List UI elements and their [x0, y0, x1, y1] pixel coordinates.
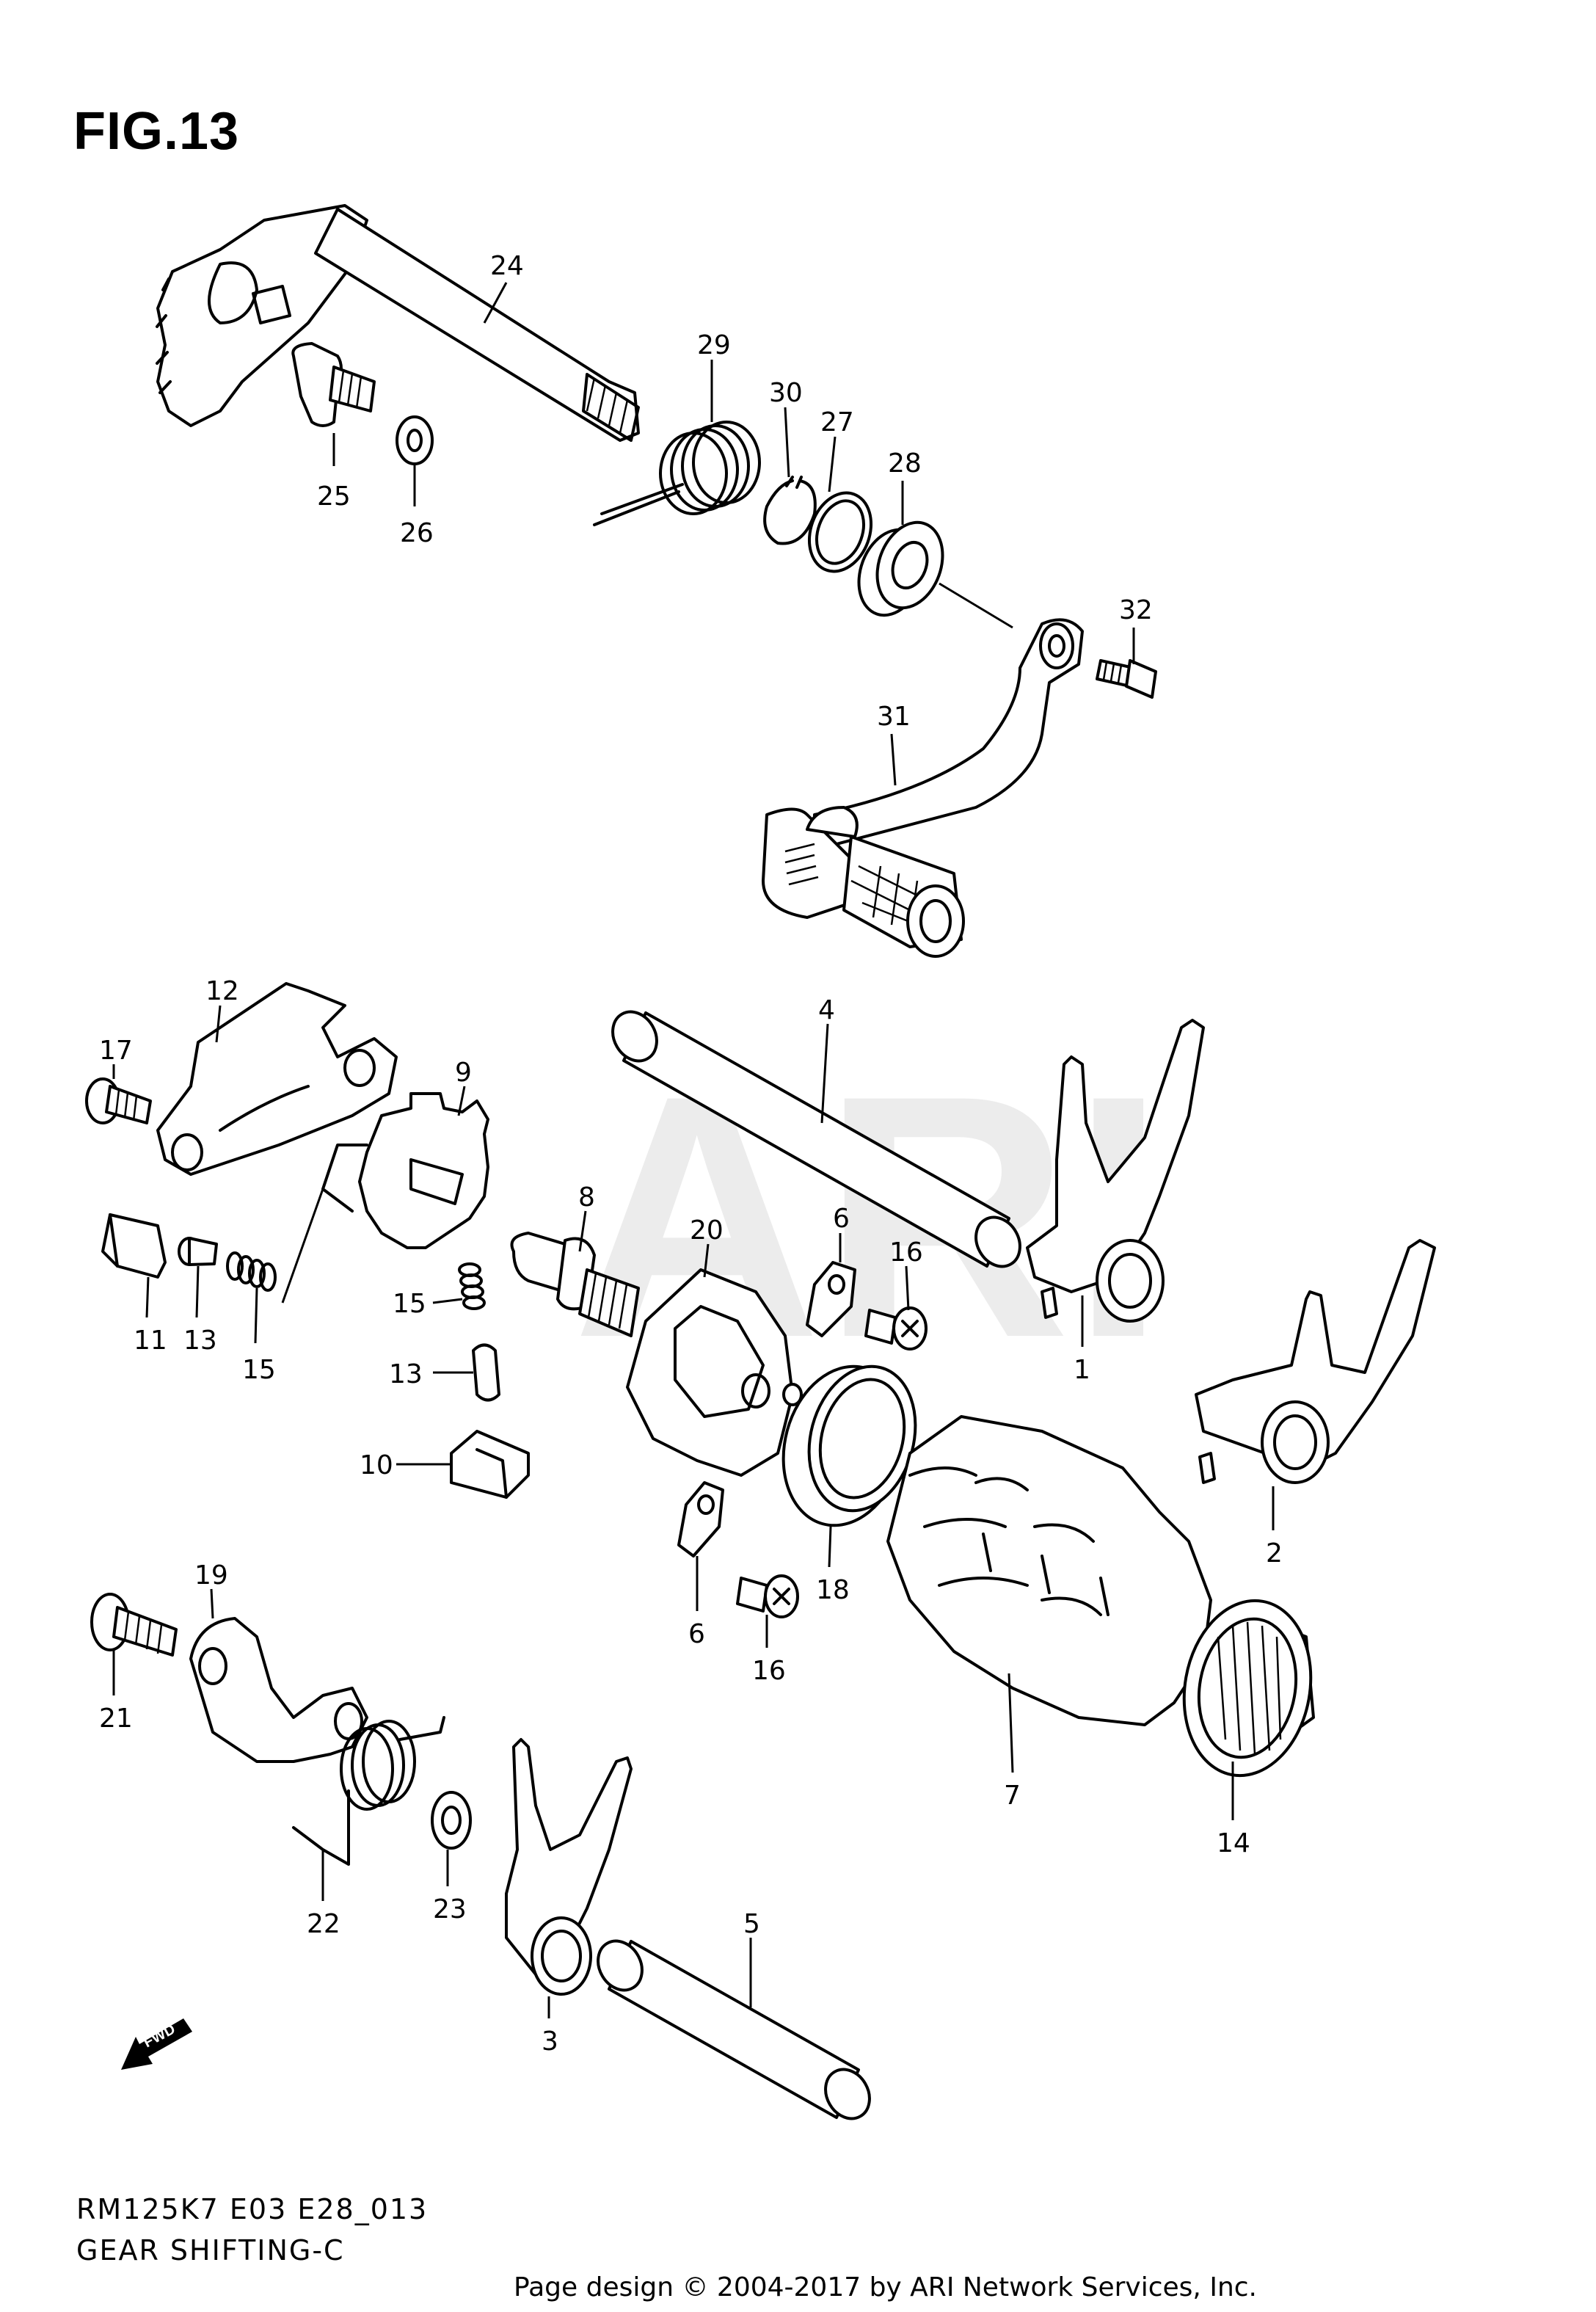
- part-29-return-spring[interactable]: [593, 421, 761, 526]
- section-name: GEAR SHIFTING-C: [76, 2234, 345, 2266]
- callout-10[interactable]: 10: [360, 1450, 393, 1480]
- callout-labels: 24 25 26 29 30 27 28 32 31 4 12 17 9 11 …: [99, 251, 1283, 2057]
- part-22-spring[interactable]: [292, 1716, 445, 1866]
- callout-3[interactable]: 3: [542, 2026, 558, 2057]
- part-2-shift-fork[interactable]: [1195, 1239, 1436, 1484]
- callout-18[interactable]: 18: [816, 1575, 850, 1605]
- part-11-pin[interactable]: [101, 1213, 167, 1279]
- part-26-washer[interactable]: [396, 415, 434, 465]
- part-17-screw[interactable]: [85, 1077, 152, 1124]
- part-8-bolt[interactable]: [510, 1232, 640, 1337]
- callout-21[interactable]: 21: [99, 1704, 133, 1734]
- callout-5[interactable]: 5: [743, 1909, 760, 1939]
- part-24-gearshift-shaft[interactable]: [156, 204, 640, 442]
- part-13-pin-middle[interactable]: [472, 1343, 500, 1402]
- callout-22[interactable]: 22: [307, 1909, 340, 1939]
- part-15-spring-left[interactable]: [226, 1251, 277, 1292]
- part-16-screw-lower[interactable]: [736, 1574, 799, 1618]
- part-15-spring-middle[interactable]: [458, 1262, 486, 1310]
- callout-1[interactable]: 1: [1074, 1355, 1090, 1385]
- figure-title: FIG.13: [73, 102, 240, 161]
- part-21-bolt[interactable]: [90, 1593, 178, 1657]
- callout-29[interactable]: 29: [697, 330, 731, 360]
- part-3-shift-fork[interactable]: [505, 1738, 633, 1996]
- part-4-fork-shaft[interactable]: [604, 1004, 1028, 1275]
- callout-16b[interactable]: 16: [752, 1656, 786, 1686]
- part-9-gearshift-cam-plate[interactable]: [281, 1092, 489, 1304]
- callout-7[interactable]: 7: [1004, 1781, 1021, 1811]
- part-16-screw-upper[interactable]: [864, 1306, 928, 1351]
- callout-27[interactable]: 27: [820, 407, 854, 437]
- callout-13a[interactable]: 13: [183, 1326, 217, 1356]
- callout-8[interactable]: 8: [578, 1182, 595, 1213]
- callout-12[interactable]: 12: [205, 976, 239, 1006]
- copyright-footer: Page design © 2004-2017 by ARI Network S…: [514, 2272, 1257, 2302]
- callout-28[interactable]: 28: [888, 448, 922, 479]
- callout-2[interactable]: 2: [1266, 1538, 1283, 1568]
- callout-19[interactable]: 19: [194, 1560, 228, 1591]
- part-23-washer[interactable]: [431, 1791, 472, 1850]
- callout-13b[interactable]: 13: [389, 1359, 423, 1389]
- part-19-gearshift-arm[interactable]: [189, 1617, 368, 1763]
- part-6-plate-upper[interactable]: [806, 1261, 856, 1337]
- model-code: RM125K7 E03 E28_013: [76, 2193, 429, 2225]
- callout-31[interactable]: 31: [877, 702, 911, 732]
- callout-32[interactable]: 32: [1119, 595, 1153, 625]
- leader-lines: [112, 282, 1275, 2018]
- callout-25[interactable]: 25: [317, 481, 351, 512]
- callout-15a[interactable]: 15: [242, 1355, 276, 1385]
- part-13-pin-upper[interactable]: [178, 1237, 218, 1266]
- callout-26[interactable]: 26: [400, 518, 434, 548]
- part-27-washer[interactable]: [799, 484, 882, 581]
- part-1-shift-fork[interactable]: [1026, 1019, 1205, 1323]
- callout-30[interactable]: 30: [769, 378, 803, 408]
- part-7-gearshift-cam[interactable]: [886, 1415, 1212, 1726]
- callout-11[interactable]: 11: [134, 1326, 167, 1356]
- part-10-guide[interactable]: [450, 1430, 530, 1499]
- part-6-plate-lower[interactable]: [677, 1481, 724, 1557]
- callout-16a[interactable]: 16: [889, 1237, 923, 1268]
- callout-6a[interactable]: 6: [833, 1204, 850, 1234]
- fwd-arrow-icon: FWD: [121, 2018, 192, 2070]
- callout-4[interactable]: 4: [818, 995, 835, 1025]
- part-28-oil-seal[interactable]: [848, 513, 954, 624]
- callout-17[interactable]: 17: [99, 1036, 133, 1066]
- part-25-bolt[interactable]: [291, 342, 376, 427]
- callout-23[interactable]: 23: [433, 1894, 467, 1924]
- part-30-circlip[interactable]: [763, 476, 817, 545]
- callout-15b[interactable]: 15: [393, 1289, 426, 1319]
- callout-14[interactable]: 14: [1217, 1828, 1250, 1858]
- callout-9[interactable]: 9: [455, 1058, 472, 1088]
- callout-6b[interactable]: 6: [688, 1619, 705, 1649]
- part-5-fork-shaft[interactable]: [589, 1933, 878, 2127]
- part-20-cam-driven-gear[interactable]: [626, 1268, 803, 1477]
- callout-20[interactable]: 20: [690, 1215, 724, 1246]
- part-31-gearshift-lever[interactable]: [762, 618, 1084, 958]
- part-18-bearing[interactable]: [766, 1353, 930, 1539]
- callout-24[interactable]: 24: [490, 251, 524, 281]
- part-32-bolt[interactable]: [1096, 659, 1157, 699]
